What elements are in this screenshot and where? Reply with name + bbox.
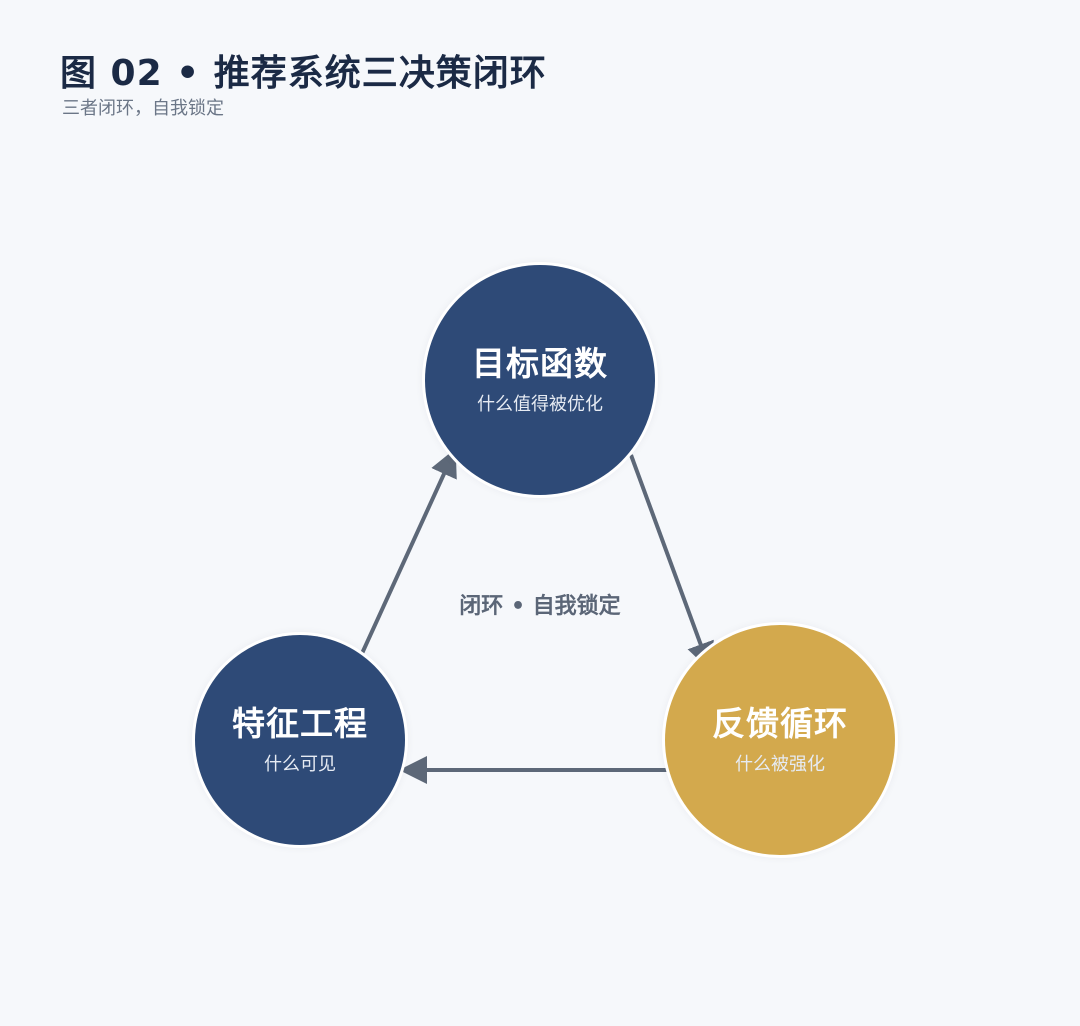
- arrow-features-to-objective: [357, 448, 457, 661]
- loop-center-label: 闭环 • 自我锁定: [459, 594, 621, 619]
- node-feedback-title: 反馈循环: [712, 704, 848, 744]
- node-objective-function: 目标函数 什么值得被优化: [425, 265, 655, 495]
- page-subtitle: 三者闭环，自我锁定: [62, 98, 224, 119]
- arrow-objective-to-feedback: [629, 454, 714, 671]
- node-feedback-loop: 反馈循环 什么被强化: [665, 625, 895, 855]
- node-features-subtitle: 什么可见: [264, 753, 336, 775]
- node-features-title: 特征工程: [232, 704, 368, 744]
- page-title: 图 02 • 推荐系统三决策闭环: [60, 53, 547, 94]
- node-objective-subtitle: 什么值得被优化: [477, 393, 603, 415]
- node-objective-title: 目标函数: [472, 344, 608, 384]
- node-feedback-subtitle: 什么被强化: [735, 753, 825, 775]
- node-feature-engineering: 特征工程 什么可见: [195, 635, 405, 845]
